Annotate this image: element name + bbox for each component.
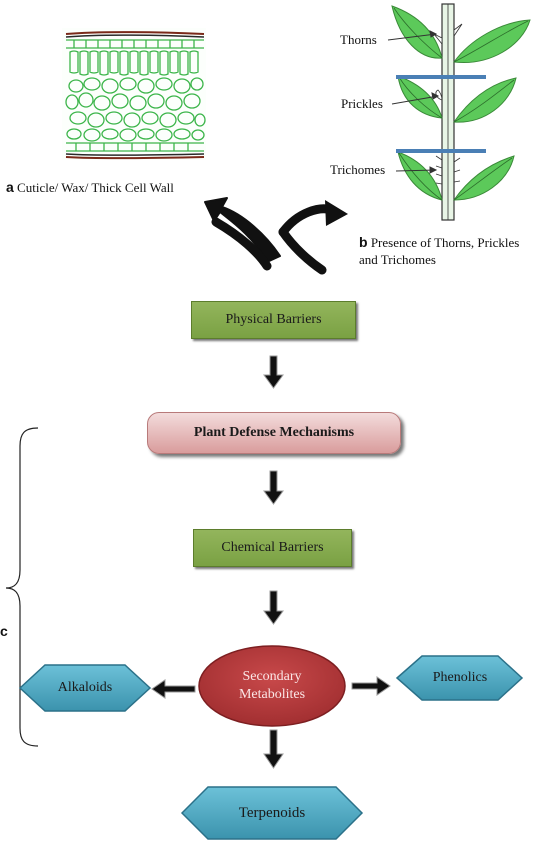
chemical-barriers-box: Chemical Barriers — [193, 529, 352, 567]
curved-arrow-left-icon — [204, 197, 281, 271]
down-arrow-icon — [263, 470, 284, 505]
panel-b-text-line1: Presence of Thorns, Prickles — [370, 235, 520, 250]
thorns-label: Thorns — [340, 32, 377, 47]
panel-b-text-line2: and Trichomes — [359, 252, 436, 267]
panel-b-caption: b Presence of Thorns, Prickles — [359, 234, 519, 251]
panel-a-text: Cuticle/ Wax/ Thick Cell Wall — [17, 180, 174, 195]
alkaloids-hexagon — [18, 664, 152, 712]
plant-defense-mechanisms-box: Plant Defense Mechanisms — [147, 412, 401, 454]
terpenoids-label: Terpenoids — [238, 804, 306, 821]
secondary-metabolites-line2: Metabolites — [238, 687, 306, 702]
bracket-c — [5, 427, 39, 747]
divider-band-top — [396, 75, 486, 79]
secondary-metabolites-ellipse — [198, 645, 346, 727]
leaf-cross-section-image — [62, 28, 206, 160]
alkaloids-label: Alkaloids — [57, 680, 113, 695]
panel-a-caption: a Cuticle/ Wax/ Thick Cell Wall — [6, 179, 174, 196]
phenolics-hexagon — [395, 655, 524, 701]
terpenoids-hexagon — [180, 786, 364, 840]
plant-stem-illustration — [387, 3, 531, 221]
physical-barriers-box: Physical Barriers — [191, 301, 356, 339]
side-arrow-icon — [351, 676, 391, 696]
down-arrow-icon — [263, 729, 284, 769]
down-arrow-icon — [263, 590, 284, 625]
prickles-label: Prickles — [341, 96, 383, 111]
panel-b-letter: b — [359, 234, 368, 250]
down-arrow-icon — [263, 355, 284, 389]
curved-arrow-right-icon — [278, 200, 348, 275]
panel-a-letter: a — [6, 179, 14, 195]
divider-band-bottom — [396, 149, 486, 153]
secondary-metabolites-label: Secondary Metabolites — [205, 660, 339, 712]
secondary-metabolites-line1: Secondary — [242, 669, 302, 684]
phenolics-label: Phenolics — [432, 670, 488, 685]
side-arrow-icon — [151, 679, 196, 699]
panel-c-letter: c — [0, 623, 8, 639]
trichomes-label: Trichomes — [330, 162, 386, 177]
